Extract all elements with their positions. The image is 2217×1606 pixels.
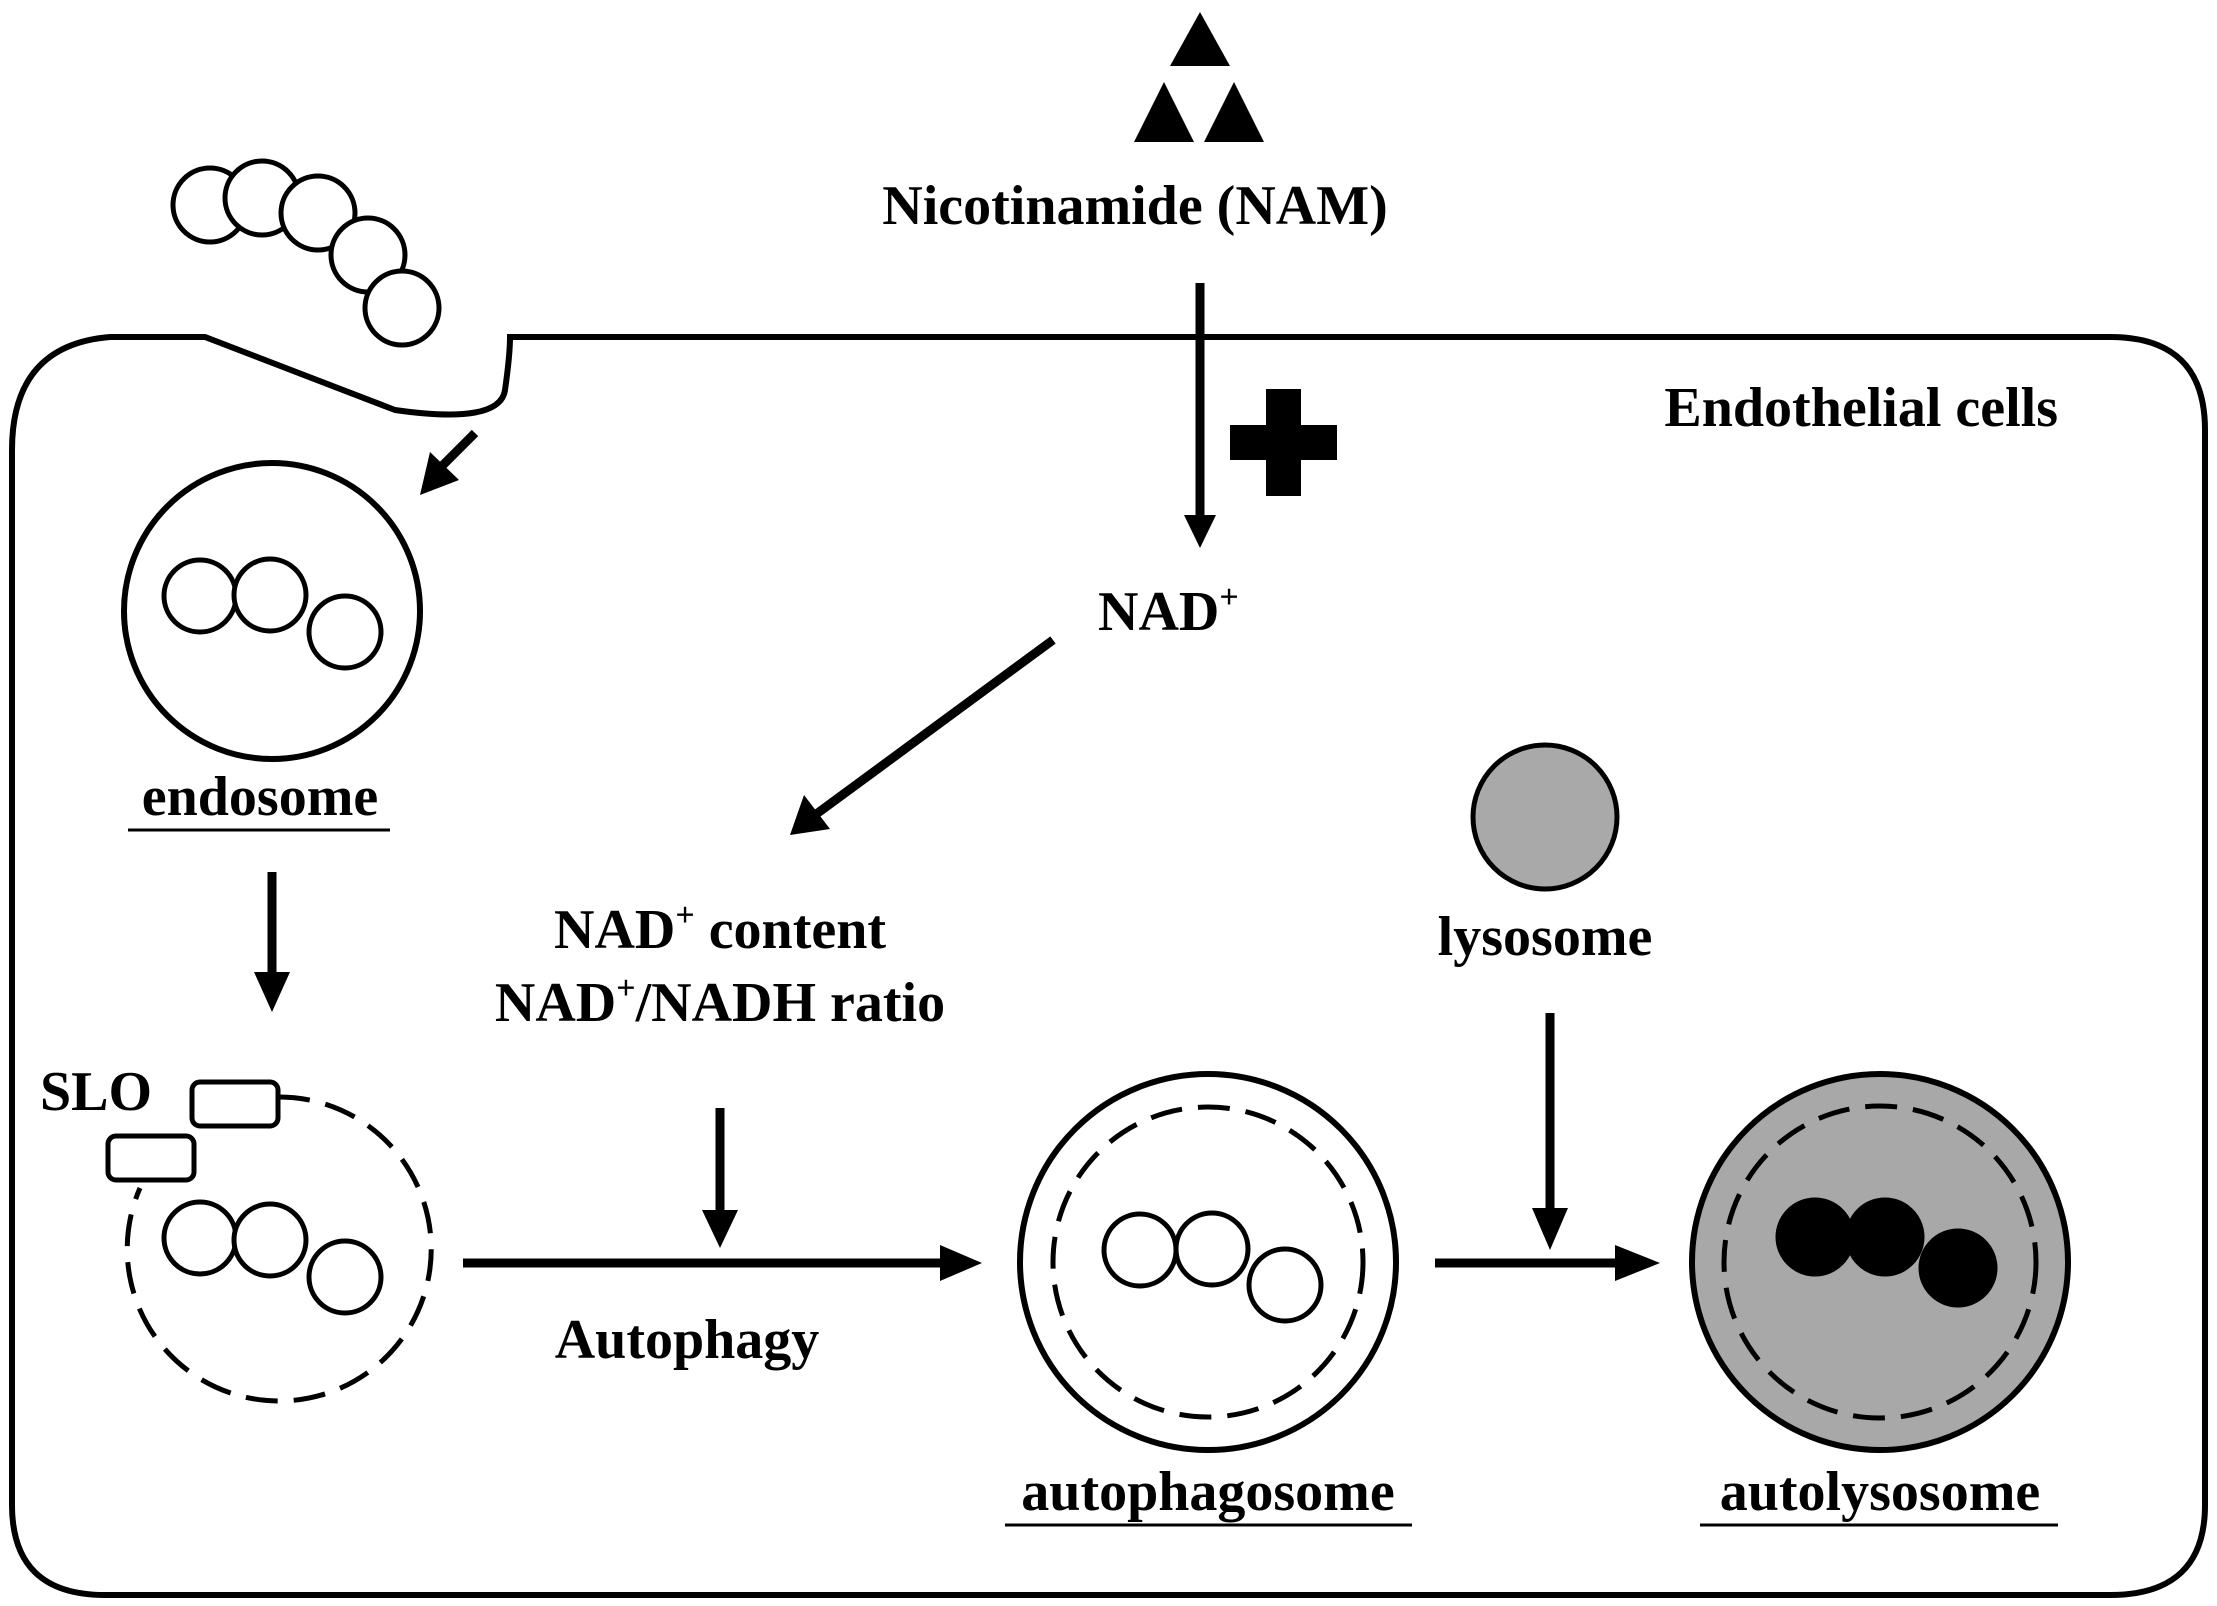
nam-label: Nicotinamide (NAM) [882, 175, 1387, 237]
invagination-arrow [420, 429, 479, 495]
lysosome [1470, 742, 1620, 892]
triangle-icon [1134, 12, 1264, 142]
plus-icon [1230, 389, 1337, 496]
slo-label: SLO [40, 1061, 152, 1123]
nad-label: NAD+ [1098, 579, 1239, 643]
ruptured-endosome [124, 1094, 434, 1404]
cell-membrane [9, 334, 2208, 1598]
content-to-autophagy-arrow [702, 1108, 738, 1248]
nam-to-nad-arrow [1184, 283, 1216, 548]
endosome-label: endosome [142, 766, 378, 828]
autophagosome-label: autophagosome [1021, 1461, 1394, 1523]
autophagy-label: Autophagy [555, 1309, 820, 1371]
autophagosome [1017, 1071, 1399, 1453]
nad-to-content-arrow [790, 636, 1056, 835]
lysosome-to-fusion-arrow [1532, 1013, 1568, 1250]
streptococcus-chain-outside [170, 158, 442, 348]
autophagy-arrow [463, 1245, 982, 1281]
endosome [121, 460, 423, 762]
autolysosome [1689, 1071, 2071, 1453]
nad-ratio-label: NAD+/NADH ratio [495, 970, 945, 1034]
nad-content-label: NAD+ content [554, 897, 886, 961]
endosome-to-slo-arrow [254, 872, 290, 1012]
autolysosome-label: autolysosome [1720, 1461, 2040, 1523]
fusion-arrow [1435, 1245, 1660, 1281]
slo-toxin [105, 1079, 281, 1183]
cell-label: Endothelial cells [1664, 377, 2058, 439]
lysosome-label: lysosome [1438, 906, 1653, 968]
